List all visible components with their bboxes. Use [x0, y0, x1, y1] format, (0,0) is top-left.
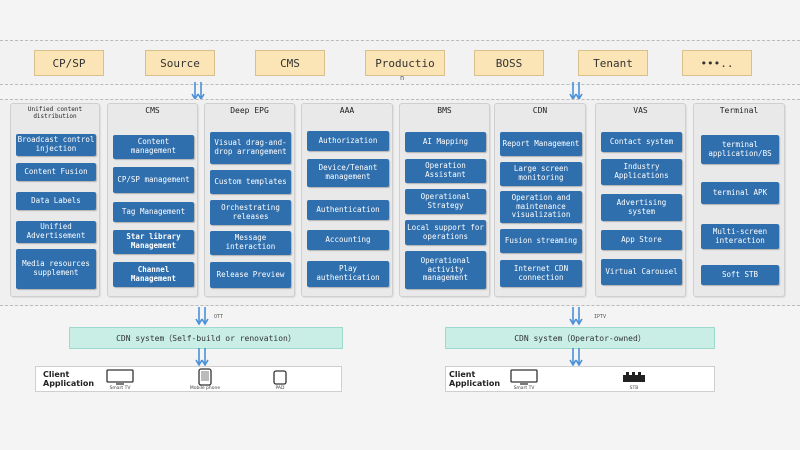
column-title: BMS — [437, 106, 452, 115]
mobile-phone-icon — [198, 368, 212, 386]
device-label-pad: PAD — [275, 386, 285, 391]
item-terminal-apk: terminal APK — [701, 182, 779, 204]
device-label-mobile-phone: Mobile phone — [189, 386, 221, 391]
column-title: CDN — [532, 106, 548, 115]
client-title-line1: Client — [43, 370, 70, 379]
client-title-line2: Application — [43, 379, 95, 389]
item-industry-applications: Industry Applications — [601, 159, 682, 185]
item-soft-stb: Soft STB — [701, 265, 779, 285]
cdn-system-self-build: CDN system（Self-build or renovation） — [69, 327, 343, 349]
item-advertising-system: Advertising system — [601, 194, 682, 221]
item-content-fusion: Content Fusion — [16, 163, 96, 181]
tablet-icon — [273, 370, 287, 385]
item-content-management: Content management — [113, 135, 194, 159]
device-label-smart-tv: Smart TV — [513, 386, 535, 391]
item-om-visualization: Operation and maintenance visualization — [500, 191, 582, 223]
column-vas: VAS Contact system Industry Applications… — [595, 103, 686, 297]
column-title: Terminal — [719, 106, 759, 115]
item-release-preview: Release Preview — [210, 262, 291, 288]
item-operational-activity: Operational activity management — [405, 251, 486, 289]
iptv-label: IPTV — [594, 314, 607, 320]
device-label-stb: STB — [629, 386, 639, 391]
double-down-arrow-icon — [569, 307, 583, 326]
item-contact-system: Contact system — [601, 132, 682, 152]
item-large-screen-monitoring: Large screen monitoring — [500, 162, 582, 186]
source-box-boss: BOSS — [474, 50, 544, 76]
source-box-cms: CMS — [255, 50, 325, 76]
column-title: Unified content distribution — [27, 106, 83, 120]
item-media-resources: Media resources supplement — [16, 249, 96, 289]
column-unified-content-distribution: Unified content distribution Broadcast c… — [10, 103, 100, 297]
column-title: Deep EPG — [230, 106, 269, 115]
client-title: Client Application — [43, 370, 94, 388]
item-report-management: Report Management — [500, 132, 582, 156]
ott-label: OTT — [214, 314, 224, 320]
item-internet-cdn-connection: Internet CDN connection — [500, 260, 582, 287]
source-box-tenant: Tenant — [578, 50, 648, 76]
item-authentication: Authentication — [307, 200, 389, 220]
double-down-arrow-icon — [569, 82, 583, 101]
column-cdn: CDN Report Management Large screen monit… — [494, 103, 586, 297]
item-accounting: Accounting — [307, 230, 389, 250]
source-box-more: •••.. — [682, 50, 752, 76]
item-terminal-application: terminal application/BS — [701, 135, 779, 164]
double-down-arrow-icon — [191, 82, 205, 101]
smart-tv-icon — [106, 369, 134, 385]
item-broadcast-control: Broadcast control injection — [16, 134, 96, 156]
item-message-interaction: Message interaction — [210, 231, 291, 255]
item-ai-mapping: AI Mapping — [405, 132, 486, 152]
column-title: AAA — [339, 106, 355, 115]
double-down-arrow-icon — [569, 348, 583, 367]
client-application-left: Client Application Smart TV Mobile phone… — [35, 366, 342, 392]
column-aaa: AAA Authorization Device/Tenant manageme… — [301, 103, 393, 297]
item-unified-advertisement: Unified Advertisement — [16, 221, 96, 243]
double-down-arrow-icon — [195, 307, 209, 326]
device-label-smart-tv: Smart TV — [109, 386, 131, 391]
column-title: VAS — [633, 106, 648, 115]
double-down-arrow-icon — [195, 348, 209, 367]
item-device-tenant-management: Device/Tenant management — [307, 159, 389, 187]
smart-tv-icon — [510, 369, 538, 385]
item-play-authentication: Play authentication — [307, 261, 389, 287]
client-application-right: Client Application Smart TV STB — [445, 366, 715, 392]
item-custom-templates: Custom templates — [210, 170, 291, 194]
item-data-labels: Data Labels — [16, 192, 96, 210]
item-operation-assistant: Operation Assistant — [405, 159, 486, 183]
source-box-production: Productio — [365, 50, 445, 76]
item-multi-screen-interaction: Multi-screen interaction — [701, 224, 779, 249]
item-local-support: Local support for operations — [405, 220, 486, 245]
item-operational-strategy: Operational Strategy — [405, 189, 486, 214]
client-title-line2: Application — [449, 379, 501, 389]
source-box-cpsp: CP/SP — [34, 50, 104, 76]
production-suffix: n — [400, 74, 405, 82]
source-box-source: Source — [145, 50, 215, 76]
item-channel-management: Channel Management — [113, 262, 194, 287]
column-cms: CMS Content management CP/SP management … — [107, 103, 198, 297]
column-deep-epg: Deep EPG Visual drag-and-drop arrangemen… — [204, 103, 295, 297]
client-title: Client Application — [449, 370, 500, 388]
item-orchestrating-releases: Orchestrating releases — [210, 200, 291, 225]
item-authorization: Authorization — [307, 131, 389, 151]
cdn-system-operator: CDN system（Operator-owned） — [445, 327, 715, 349]
client-title-line1: Client — [449, 370, 476, 379]
item-virtual-carousel: Virtual Carousel — [601, 259, 682, 285]
item-app-store: App Store — [601, 230, 682, 250]
stb-icon — [623, 372, 645, 382]
column-terminal: Terminal terminal application/BS termina… — [693, 103, 785, 297]
item-fusion-streaming: Fusion streaming — [500, 229, 582, 253]
item-tag-management: Tag Management — [113, 202, 194, 222]
item-visual-drag-drop: Visual drag-and-drop arrangement — [210, 132, 291, 164]
item-cpsp-management: CP/SP management — [113, 167, 194, 193]
item-star-library: Star library Management — [113, 230, 194, 254]
column-bms: BMS AI Mapping Operation Assistant Opera… — [399, 103, 490, 297]
column-title: CMS — [145, 106, 160, 115]
